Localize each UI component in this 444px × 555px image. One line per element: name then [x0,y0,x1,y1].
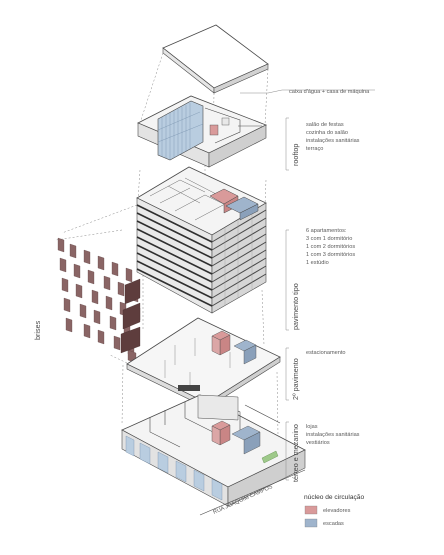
section-tipo-desc: 6 apartamentos: 3 com 1 dormitório 1 com… [306,228,355,266]
rooftop-line-2: cozinha do salão [306,130,348,136]
brises-label: brises [33,320,42,340]
2pav-line-1: estacionamento [306,350,346,356]
tipo-line-1: 6 apartamentos: [306,228,347,234]
water-tank-roof-slab [162,24,269,94]
terreo-line-2: instalações sanitárias [306,432,360,438]
rooftop-line-3: instalações sanitárias [306,138,360,144]
section-title-2-pavimento: 2º pavimento [291,358,300,400]
typical-floor-tower [136,166,267,314]
legend-label-stairs: escadas [323,521,344,527]
top-callout: caixa d'água + casa de máquina [240,89,375,95]
rooftop-level [137,95,267,168]
section-title-rooftop: rooftop [291,144,300,166]
second-floor-parking [126,317,281,409]
section-2pav-desc: estacionamento [306,350,346,356]
section-terreo-desc: lojas instalações sanitárias vestiários [306,424,360,446]
legend-swatch-elevators [304,505,318,515]
legend: núcleo de circulação elevadores escadas [304,494,364,528]
brises-panel: brises [33,237,141,364]
tipo-line-4: 1 com 3 dormitórios [306,252,355,258]
section-rooftop-desc: salão de festas cozinha do salão instala… [306,122,360,152]
tipo-line-2: 3 com 1 dormitório [306,236,352,242]
section-title-pavimento-tipo: pavimento tipo [291,283,300,330]
tipo-line-3: 1 com 2 dormitórios [306,244,355,250]
legend-swatch-stairs [304,518,318,528]
tipo-line-5: 1 estúdio [306,260,329,266]
terreo-line-3: vestiários [306,440,330,446]
legend-label-elevators: elevadores [323,508,351,514]
top-callout-label: caixa d'água + casa de máquina [289,89,370,95]
terreo-line-1: lojas [306,424,318,430]
section-brackets [285,117,289,481]
legend-title: núcleo de circulação [304,494,364,501]
section-title-terreo-mezanino: térreo e mezanino [291,424,300,482]
rooftop-line-1: salão de festas [306,122,344,128]
rooftop-line-4: terraço [306,146,323,152]
